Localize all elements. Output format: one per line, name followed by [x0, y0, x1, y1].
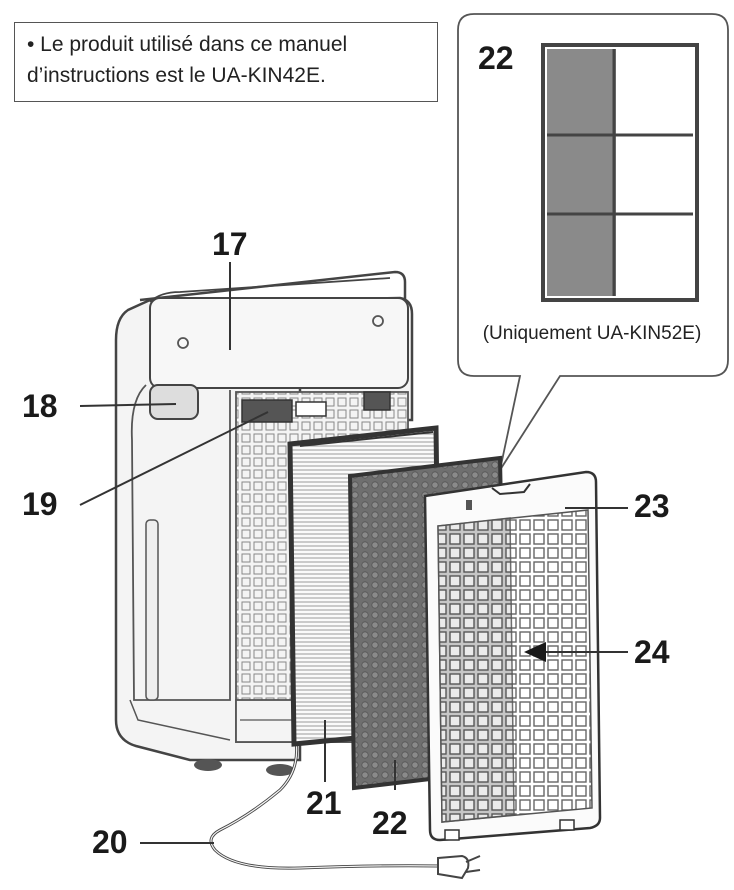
callout-18: 18: [22, 388, 58, 424]
product-note: • Le produit utilisé dans ce manuel d’in…: [14, 22, 438, 102]
power-cord: [209, 739, 481, 880]
callout-17: 17: [212, 226, 248, 262]
callout-21: 21: [306, 785, 342, 821]
callout-23: 23: [634, 488, 670, 524]
callout-19: 19: [22, 486, 58, 522]
inset-filter-22: [541, 43, 699, 302]
callout-22: 22: [372, 805, 408, 841]
product-note-line-2: d’instructions est le UA-KIN42E.: [27, 64, 326, 87]
leader-lines: [79, 262, 628, 844]
product-note-line-1: • Le produit utilisé dans ce manuel: [27, 33, 348, 56]
arrow-24-icon: [524, 642, 546, 662]
callout-20: 20: [92, 824, 128, 860]
callout-24: 24: [634, 634, 670, 670]
leader-18: [79, 403, 177, 407]
inset-number: 22: [478, 40, 514, 76]
rear-panel-23: [423, 470, 602, 842]
plug-icon: [437, 854, 481, 880]
leader-19: [79, 411, 269, 506]
inset-caption: (Uniquement UA-KIN52E): [482, 323, 702, 344]
